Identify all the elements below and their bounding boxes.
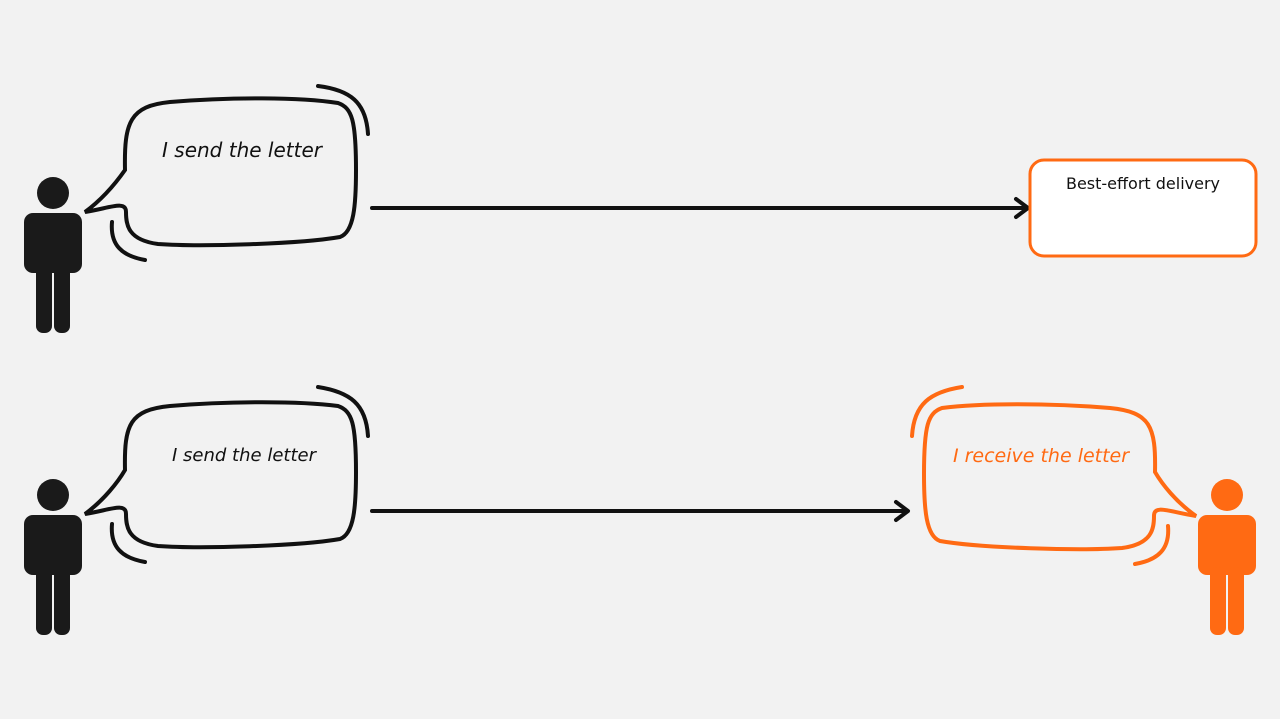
sender-bubble-text-bottom: I send the letter <box>172 445 316 466</box>
arrow-right-icon-top <box>370 197 1030 219</box>
sender-bubble-text-top: I send the letter <box>162 138 322 162</box>
arrow-right-icon-bottom <box>370 500 910 522</box>
delivery-box <box>1028 158 1258 258</box>
sender-person-icon-bottom <box>24 479 82 635</box>
receiver-bubble-text: I receive the letter <box>952 445 1130 467</box>
speech-bubble-icon-bottom <box>83 385 370 564</box>
sender-person-icon-top <box>24 177 82 333</box>
speech-bubble-icon-receiver <box>910 385 1198 566</box>
delivery-box-label: Best-effort delivery <box>1065 174 1221 193</box>
speech-bubble-icon-top <box>83 84 370 262</box>
receiver-person-icon <box>1198 479 1256 635</box>
